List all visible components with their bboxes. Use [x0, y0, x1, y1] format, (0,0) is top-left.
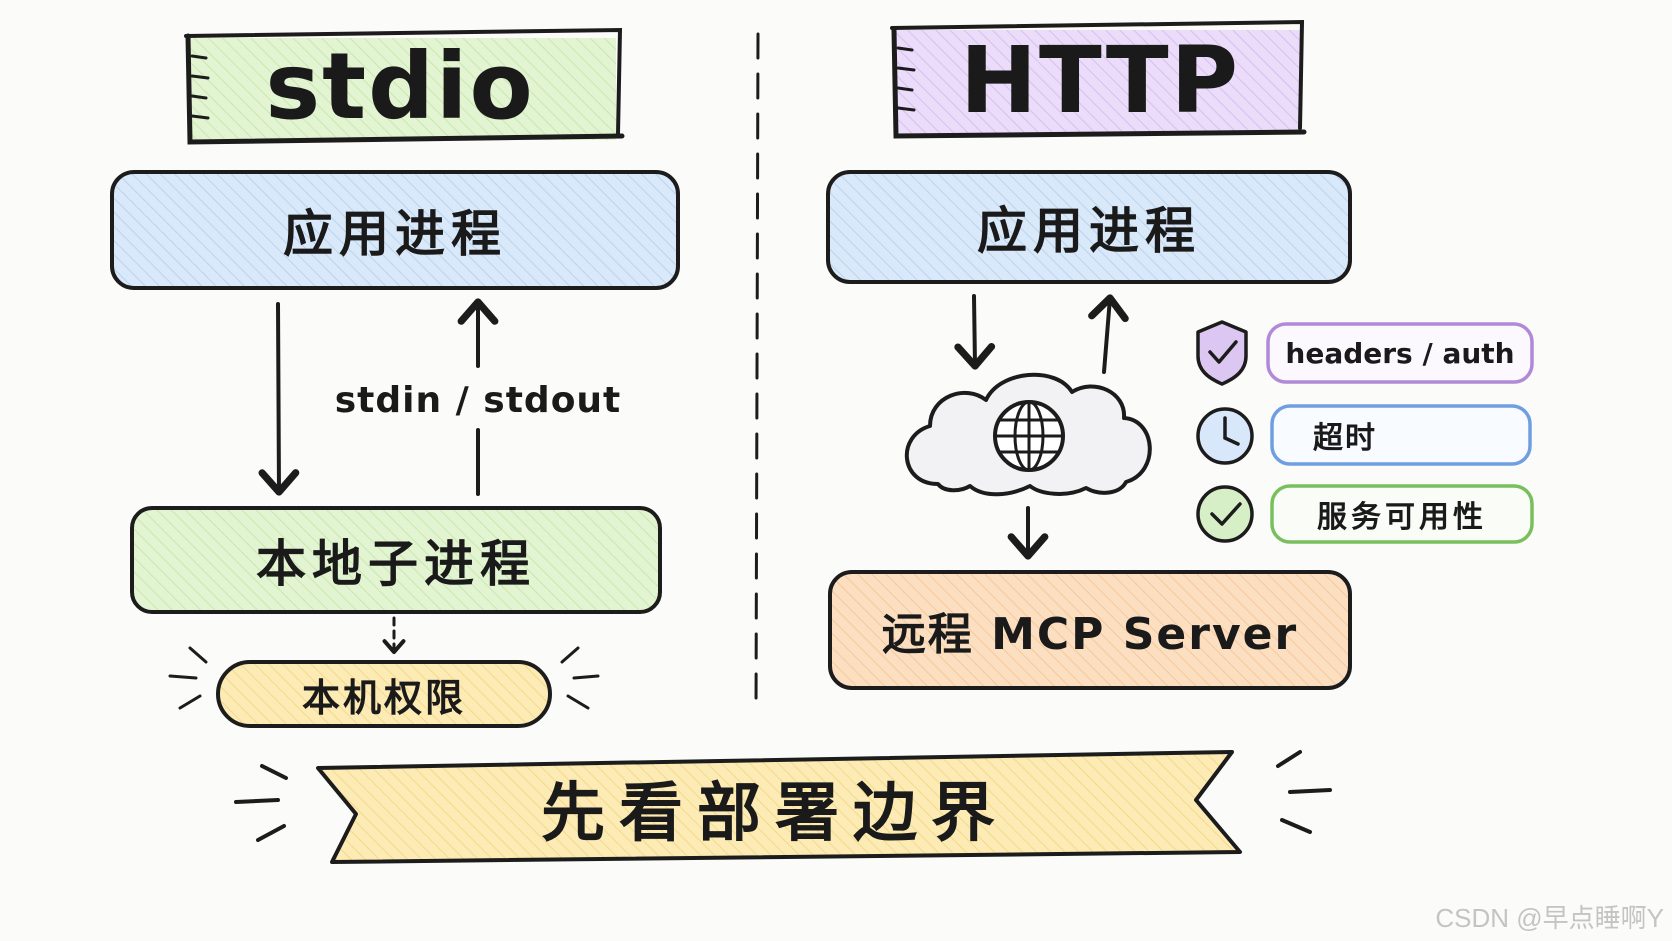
http-title-banner [890, 19, 1307, 139]
timeout-label: 超时 [1313, 421, 1377, 456]
local-subprocess-box [130, 506, 662, 614]
shield-check-icon [1196, 320, 1248, 386]
stdin-arrow-down [258, 302, 300, 496]
headers-auth-pill [1266, 322, 1534, 384]
availability-pill [1270, 484, 1534, 544]
app-process-label-right: 应用进程 [977, 202, 1201, 260]
app-process-box-right [826, 170, 1352, 284]
remote-mcp-server-box [828, 570, 1352, 690]
local-permission-label: 本机权限 [301, 675, 466, 720]
app-process-label-left: 应用进程 [283, 205, 507, 263]
local-subprocess-label: 本地子进程 [256, 535, 536, 593]
watermark: CSDN @早点睡啊Y [1435, 903, 1664, 933]
app-process-box-left [110, 170, 680, 290]
response-arrow-up [1088, 294, 1129, 374]
check-circle-icon [1196, 485, 1254, 543]
dashed-divider [754, 32, 760, 714]
stdio-title-banner [184, 27, 625, 145]
headers-auth-label: headers / auth [1285, 336, 1515, 370]
http-title: HTTP [959, 26, 1241, 134]
availability-label: 服务可用性 [1317, 500, 1487, 535]
deployment-boundary-banner [234, 750, 1332, 864]
globe-cloud-icon [905, 372, 1152, 497]
clock-icon [1196, 407, 1254, 465]
request-arrow-down [954, 294, 996, 370]
timeout-pill [1270, 404, 1532, 466]
stdio-title: stdio [265, 32, 535, 140]
deployment-boundary-title: 先看部署边界 [541, 777, 1009, 851]
remote-mcp-server-label: 远程 MCP Server [881, 609, 1299, 660]
local-permission-pill [168, 646, 600, 728]
stdin-stdout-label: stdin / stdout [334, 379, 622, 421]
